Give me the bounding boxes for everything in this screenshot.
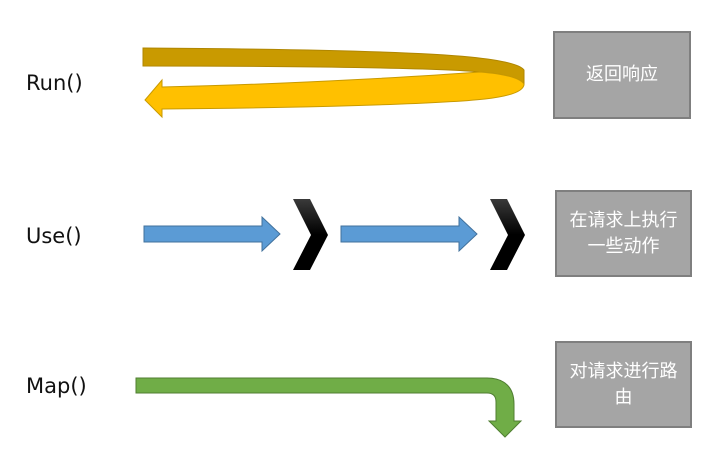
use-chevron-1-icon xyxy=(293,199,328,270)
run-method-label: Run() xyxy=(26,71,83,95)
use-description-text: 在请求上执行一些动作 xyxy=(569,209,678,257)
map-description-box: 对请求进行路由 xyxy=(555,341,692,428)
map-description-text: 对请求进行路由 xyxy=(569,360,678,408)
run-uturn-arrow-icon xyxy=(142,47,525,119)
use-description-box: 在请求上执行一些动作 xyxy=(555,190,692,277)
run-arrow-front-band xyxy=(144,71,525,119)
use-arrow-2-icon xyxy=(340,215,478,253)
run-description-text: 返回响应 xyxy=(586,64,658,85)
map-method-label: Map() xyxy=(26,374,87,398)
use-method-label: Use() xyxy=(26,224,82,248)
use-arrow-1-icon xyxy=(143,215,281,253)
use-chevron-2-icon xyxy=(490,199,525,270)
map-bent-arrow-icon xyxy=(135,377,523,438)
run-description-box: 返回响应 xyxy=(553,31,691,119)
